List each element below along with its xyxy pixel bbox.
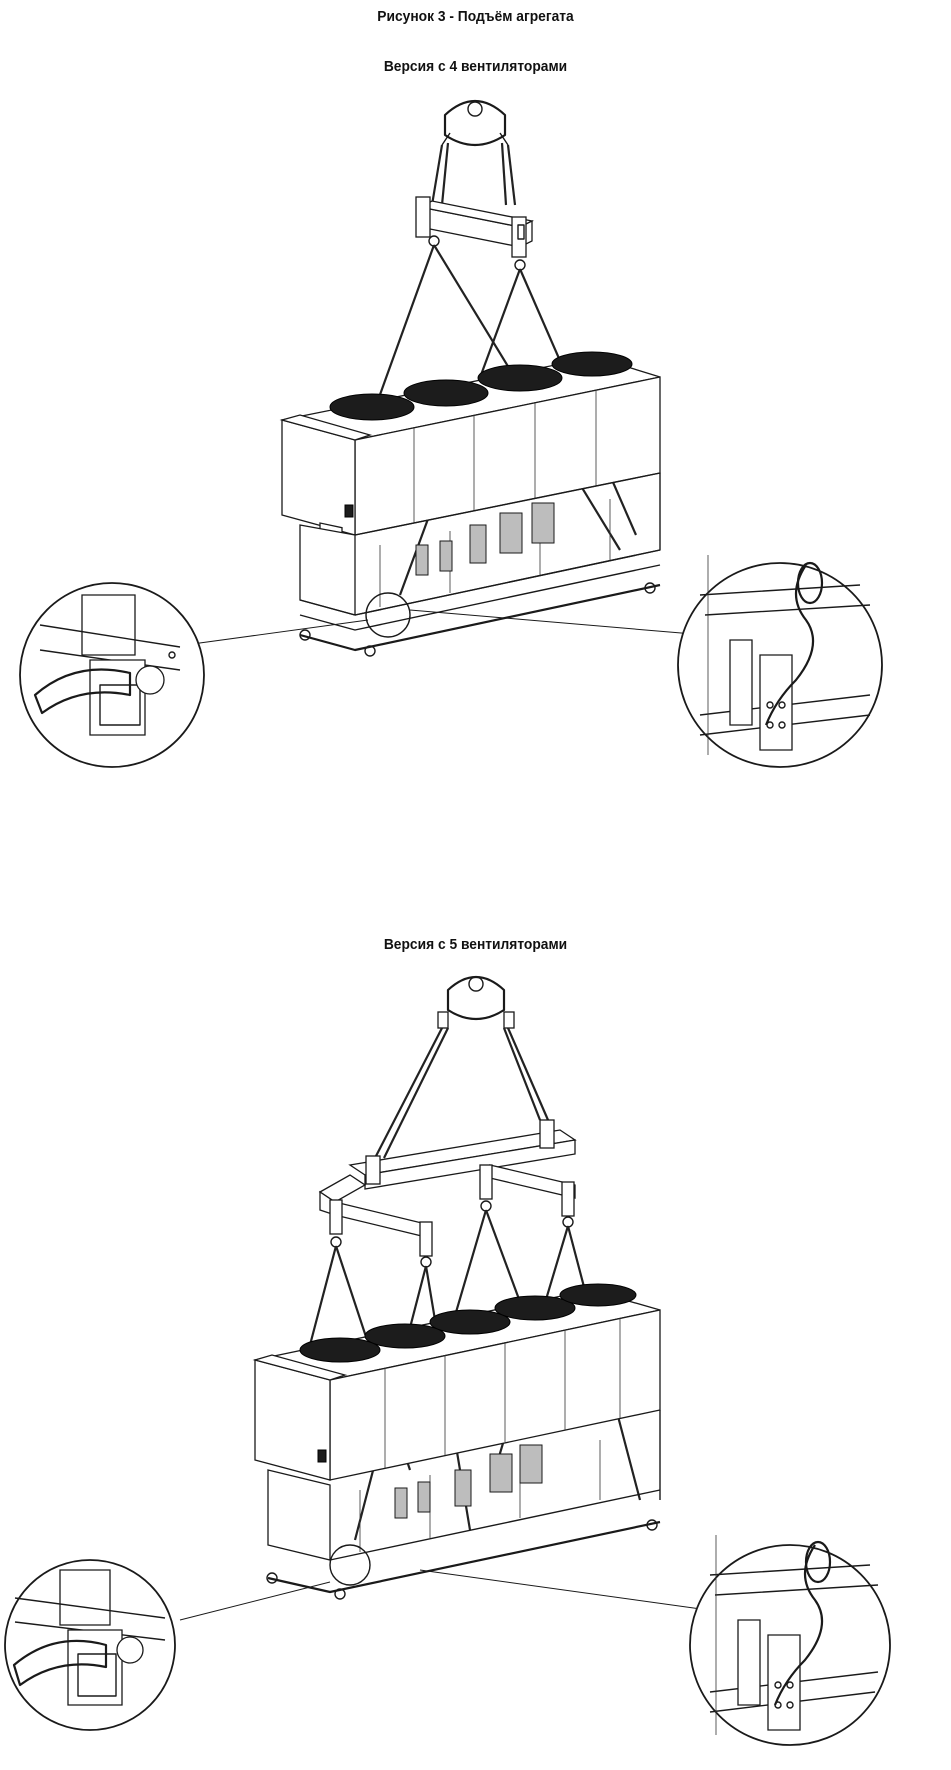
upper-slings <box>374 1027 550 1159</box>
detail-inset-frame-pin <box>4 1559 176 1731</box>
spreader-beam <box>415 196 534 271</box>
version-4-fans-label: Версия с 4 вентиляторами <box>383 58 568 75</box>
chiller-unit <box>252 1283 661 1600</box>
detail-inset-base-bracket <box>677 555 883 768</box>
version-5-fans-label: Версия с 5 вентиляторами <box>383 936 568 953</box>
compressors <box>415 502 555 576</box>
chiller-unit <box>279 351 661 657</box>
figure-title: Рисунок 3 - Подъём агрегата <box>377 8 574 25</box>
lifting-diagram-5-fans <box>4 976 891 1746</box>
lifting-shackle <box>441 100 509 146</box>
lifting-diagram-4-fans <box>19 100 883 768</box>
detail-inset-frame-pin <box>19 582 205 768</box>
upper-slings <box>430 142 517 206</box>
lifting-shackle <box>437 976 515 1029</box>
fan-row <box>299 1283 637 1363</box>
fan-row <box>329 351 633 421</box>
detail-inset-base-bracket <box>689 1535 891 1746</box>
compressors <box>394 1444 543 1519</box>
spreader-frame <box>318 1119 577 1268</box>
